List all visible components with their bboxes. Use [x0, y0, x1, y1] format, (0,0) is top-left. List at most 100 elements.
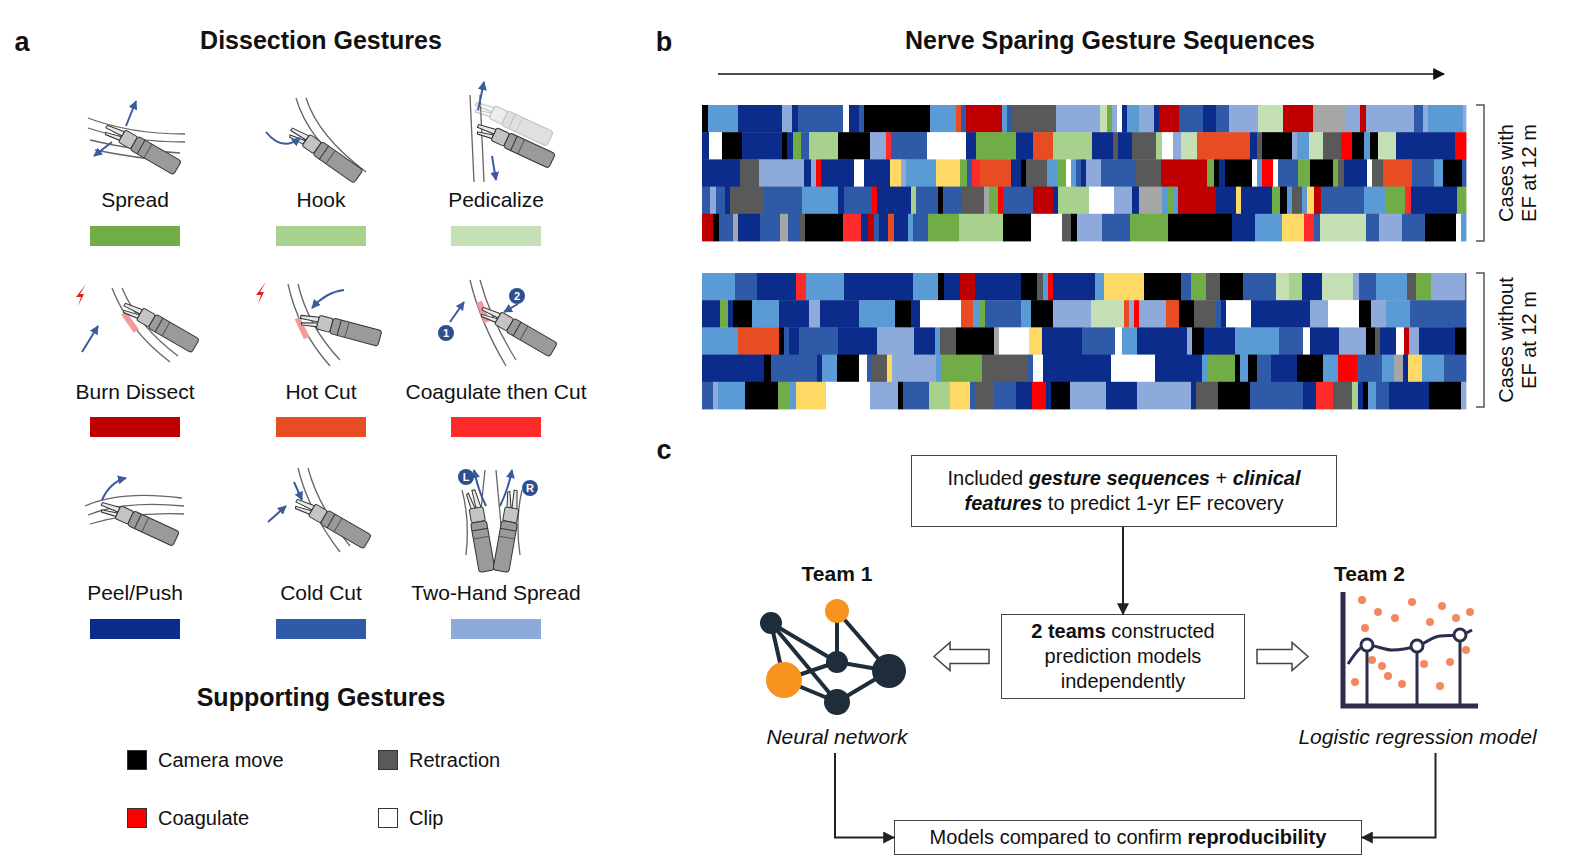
burn-dissect-illustration [122, 288, 178, 356]
gesture-sequence [1162, 187, 1168, 215]
gesture-sequence [1310, 159, 1333, 187]
regression-chart-icon [1378, 662, 1386, 670]
section-heading: Nerve Sparing Gesture Sequences [905, 26, 1315, 55]
gesture-sequence [1028, 355, 1033, 383]
spread-illustration [94, 142, 112, 156]
legend-text: Clip [409, 807, 443, 830]
gesture-sequence [914, 327, 935, 355]
regression-chart-icon [1454, 629, 1466, 641]
gesture-sequence [1280, 187, 1287, 215]
text-run: confirm [1116, 826, 1187, 848]
gesture-sequence [1321, 187, 1357, 215]
gesture-sequence [1095, 273, 1104, 301]
gesture-sequence [1375, 327, 1380, 355]
cold-cut-illustration [327, 514, 335, 528]
gesture-sequence [817, 355, 822, 383]
gesture-sequence [798, 105, 843, 133]
coagulate-then-cut-illustration [506, 318, 557, 357]
two-hand-spread-illustration [499, 536, 515, 539]
gesture-sequence [1197, 214, 1232, 242]
gesture-sequence [1132, 132, 1156, 160]
gesture-sequence [1124, 300, 1129, 328]
gesture-sequence [1225, 159, 1252, 187]
bracket [1476, 273, 1484, 407]
gesture-sequence [854, 105, 859, 133]
gesture-sequence [1092, 132, 1097, 160]
gesture-sequence [1289, 273, 1302, 301]
gesture-sequence [843, 214, 861, 242]
gesture-sequence [757, 273, 787, 301]
gesture-sequence [1226, 300, 1251, 328]
gesture-sequence [1256, 300, 1274, 328]
gesture-sequence [1088, 355, 1111, 383]
gesture-color-bar [276, 417, 366, 437]
gesture-sequence [985, 300, 990, 328]
coagulate-then-cut-illustration [504, 304, 518, 312]
gesture-sequence [1273, 159, 1278, 187]
gesture-sequence [1102, 214, 1124, 242]
gesture-sequence [1352, 132, 1359, 160]
team-block: Team 1Neural network [752, 562, 922, 750]
gesture-sequence [980, 159, 1011, 187]
gesture-sequence [959, 214, 1003, 242]
gesture-sequence [1216, 187, 1236, 215]
gesture-sequence [1159, 105, 1179, 133]
gesture-sequence [1323, 355, 1338, 383]
flow-arrow [835, 753, 894, 838]
gesture-sequence [1211, 132, 1250, 160]
spread-illustration [144, 144, 152, 158]
gesture-color-bar [451, 619, 541, 639]
gesture-sequence [784, 327, 789, 355]
gesture-sequence [710, 187, 716, 215]
gesture-sequence [1313, 105, 1345, 133]
gesture-sequence [1011, 159, 1021, 187]
gesture-sequence [802, 187, 838, 215]
flow-arrow [1122, 527, 1124, 614]
flow-arrow [1362, 753, 1436, 838]
gesture-sequence [956, 105, 961, 133]
gesture-sequence [927, 132, 966, 160]
gesture-sequence [1082, 327, 1115, 355]
gesture-sequence [882, 159, 890, 187]
gesture-sequence [1429, 382, 1461, 410]
model-name: Logistic regression model [1298, 725, 1536, 749]
gesture-sequence [913, 214, 928, 242]
gesture-sequence [1135, 159, 1161, 187]
gesture-sequence [1100, 105, 1107, 133]
peel-push-illustration [102, 478, 126, 500]
team-heading: Team 2 [1334, 562, 1405, 586]
gesture-sequence [1462, 159, 1466, 187]
gesture-sequence [728, 300, 733, 328]
gesture-sequence [1363, 382, 1368, 410]
gesture-sequence [898, 382, 903, 410]
gesture-sequence [1364, 132, 1370, 160]
text-run: sequences [1106, 467, 1215, 489]
gesture-sequence [1048, 273, 1053, 301]
gesture-sequence [768, 132, 773, 160]
hot-cut-illustration [329, 318, 381, 346]
gesture-sequence [820, 300, 859, 328]
gesture-sequence [740, 159, 759, 187]
gesture-sequence [1319, 327, 1339, 355]
gesture-sequence [1386, 187, 1405, 215]
gesture-sequence [722, 355, 759, 383]
cold-cut-illustration [268, 506, 286, 522]
gesture-sequence [890, 159, 901, 187]
gesture-sequence [1033, 355, 1043, 383]
gesture-color-bar [451, 417, 541, 437]
gesture-sequence [923, 105, 930, 133]
step-number: 2 [509, 288, 525, 304]
gesture-sequence [1053, 300, 1091, 328]
text-run: features [964, 492, 1047, 514]
regression-chart-icon [1411, 640, 1423, 652]
gesture-sequence [936, 355, 941, 383]
gesture-sequence [1235, 327, 1244, 355]
gesture-sequence [1033, 132, 1053, 160]
text-run: independently [1061, 670, 1186, 692]
gesture-sequence [867, 355, 872, 383]
gesture-sequence [1186, 273, 1191, 301]
gesture-sequence [950, 382, 970, 410]
gesture-sequence [1007, 105, 1012, 133]
panel-letter: b [656, 27, 673, 58]
gesture-sequence [1214, 159, 1219, 187]
